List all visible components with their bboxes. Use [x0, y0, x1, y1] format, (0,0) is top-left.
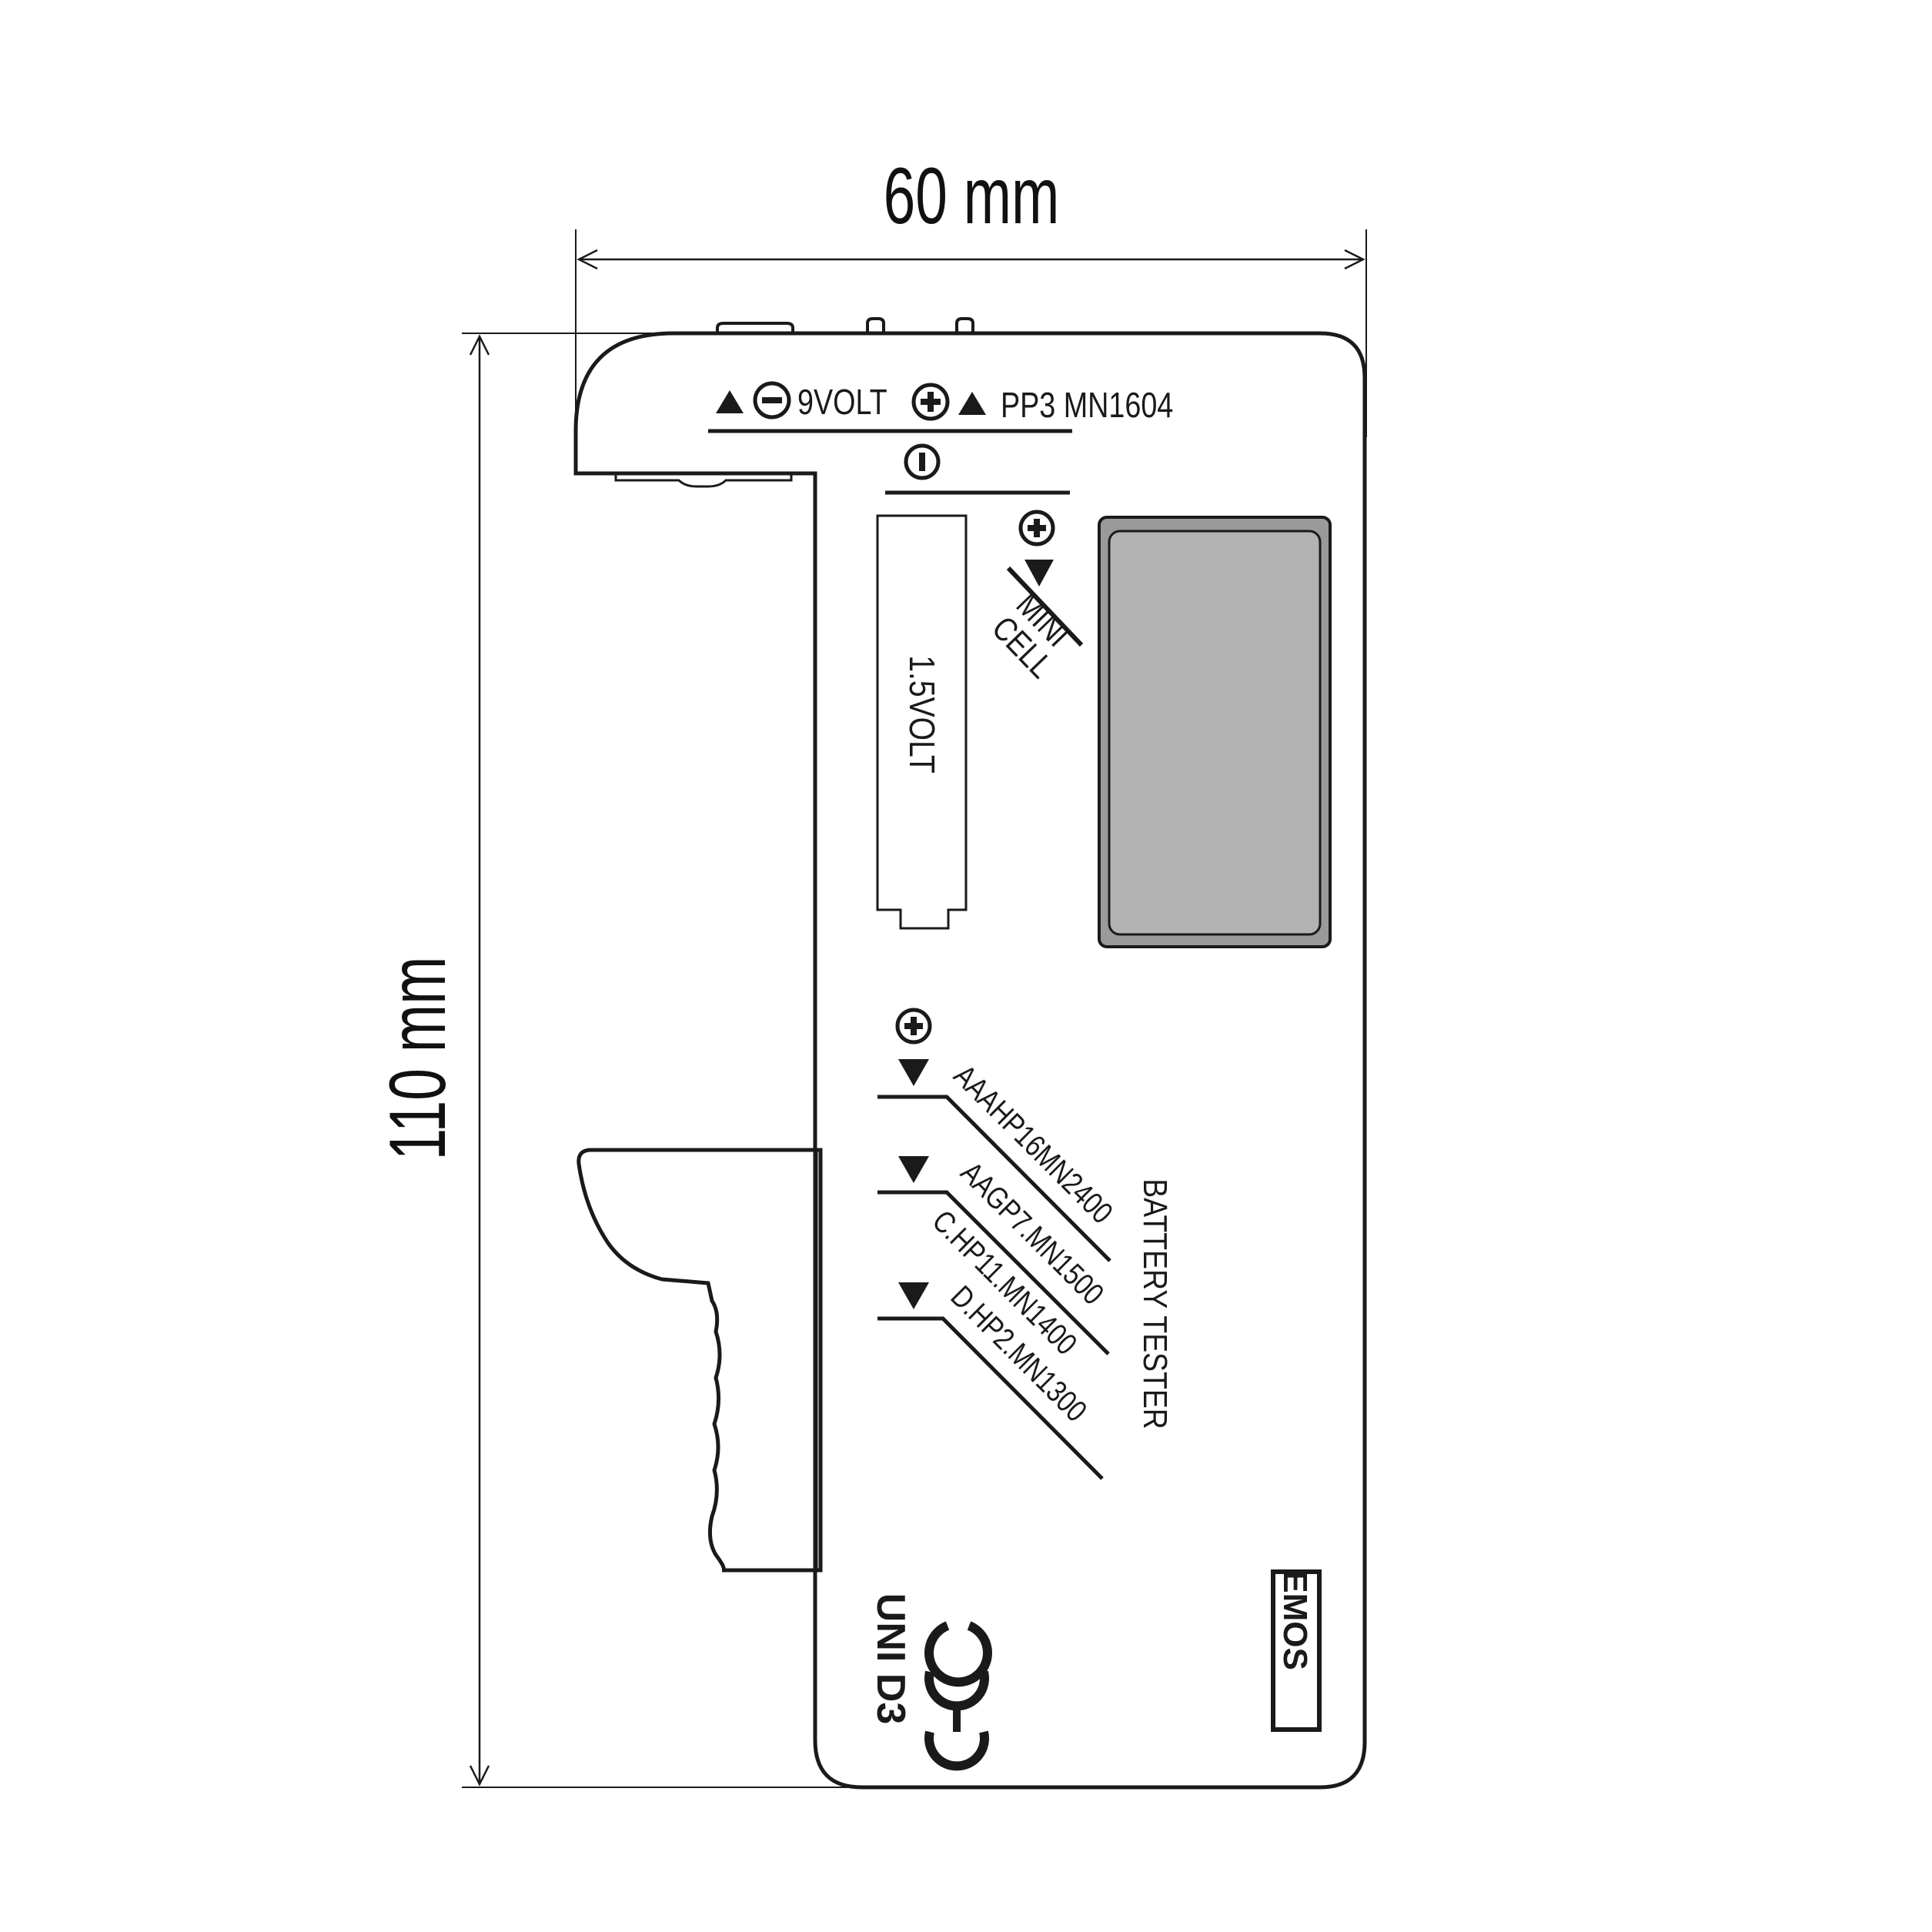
pp3-model-label: PP3 MN1604 [1001, 385, 1173, 424]
plus-circle-icon [1018, 510, 1055, 547]
ce-mark-glyphs [924, 1670, 989, 1771]
height-dimension-label: 110 mm [373, 957, 463, 1161]
ce-mark-icon [924, 1621, 992, 1687]
arrow-up-icon [958, 392, 986, 415]
brand-logo: EMOS [1271, 1569, 1322, 1732]
arrow-up-icon [716, 390, 744, 413]
arrow-down-icon [1024, 560, 1054, 587]
nine-volt-strip: 9VOLT PP3 MN1604 [708, 381, 1173, 433]
arrow-down-icon [898, 1282, 929, 1309]
brand-label: EMOS [1276, 1570, 1314, 1670]
cell-negative-contact [885, 443, 1070, 495]
arrow-down-icon [898, 1059, 929, 1086]
minus-circle-icon [904, 443, 941, 480]
tester-body-outline [573, 331, 1367, 1790]
width-dimension-label: 60 mm [884, 152, 1060, 241]
battery-type-contacts: AAAHP16MN2400 AAGP7.MN1500 C.HP11.MN1400… [877, 1008, 1120, 1480]
product-title: BATTERY TESTER [1136, 1178, 1175, 1429]
slider-pusher [577, 1148, 823, 1573]
plus-circle-icon [911, 383, 950, 421]
top-contacts [716, 317, 974, 333]
nine-volt-label: 9VOLT [797, 382, 887, 421]
width-dimension: 60 mm [575, 152, 1367, 437]
model-label: UNI D3 [868, 1593, 913, 1724]
minus-circle-icon [753, 381, 791, 419]
arrow-down-icon [898, 1156, 929, 1183]
lcd-display [1098, 516, 1332, 948]
height-dimension: 110 mm [373, 333, 885, 1788]
cell-voltage-label: 1.5VOLT [901, 655, 941, 774]
plus-circle-icon [895, 1008, 932, 1045]
cell-slot: 1.5VOLT [876, 514, 968, 930]
mini-cell-contact: MINI CELL [984, 510, 1084, 685]
arm-underside-foot [614, 475, 793, 488]
battery-type-label: AAAHP16MN2400 [948, 1058, 1120, 1230]
